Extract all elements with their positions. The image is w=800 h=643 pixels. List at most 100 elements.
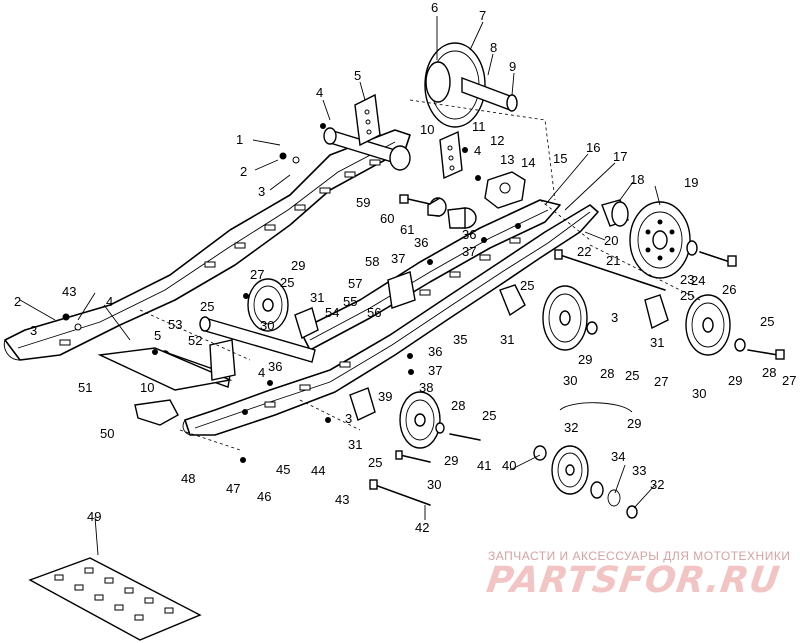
callout-31a: 31 xyxy=(310,290,324,305)
slide-51 xyxy=(97,347,233,391)
callout-53: 53 xyxy=(168,317,182,332)
center-frame xyxy=(299,199,561,351)
spacer-18 xyxy=(601,199,629,227)
watermark-logo: PARTSFOR.RU xyxy=(484,560,783,601)
callout-2b: 2 xyxy=(14,294,21,309)
callout-42: 42 xyxy=(415,520,429,535)
callout-45: 45 xyxy=(276,462,290,477)
callout-37c: 37 xyxy=(428,363,442,378)
callout-40: 40 xyxy=(502,458,516,473)
callout-60: 60 xyxy=(380,211,394,226)
front-shaft xyxy=(323,127,411,171)
callout-25b: 25 xyxy=(200,299,214,314)
callout-36c: 36 xyxy=(428,344,442,359)
callout-49: 49 xyxy=(87,509,101,524)
callout-10: 10 xyxy=(420,122,434,137)
callout-29e: 29 xyxy=(627,416,641,431)
callout-37a: 37 xyxy=(462,244,476,259)
bracket-31-lower xyxy=(349,387,376,421)
callout-38: 38 xyxy=(419,380,433,395)
callout-25f: 25 xyxy=(625,368,639,383)
callout-3c: 3 xyxy=(611,310,618,325)
callout-39: 39 xyxy=(378,389,392,404)
callout-41: 41 xyxy=(477,458,491,473)
callout-12: 12 xyxy=(490,133,504,148)
callout-29d: 29 xyxy=(444,453,458,468)
top-idler-wheel xyxy=(424,42,518,128)
wheel-assembly-detail xyxy=(533,402,638,519)
callout-51: 51 xyxy=(78,380,92,395)
wheel-mid-right xyxy=(542,285,598,351)
callout-3d: 3 xyxy=(345,411,352,426)
bolt-59 xyxy=(399,194,431,205)
callout-36b: 36 xyxy=(414,235,428,250)
wheel-lower xyxy=(399,391,481,449)
callout-31d: 31 xyxy=(348,437,362,452)
long-bolt-23 xyxy=(554,249,666,291)
callout-25g: 25 xyxy=(482,408,496,423)
callout-55: 55 xyxy=(343,294,357,309)
callout-4d: 4 xyxy=(258,365,265,380)
callout-leaders xyxy=(19,16,661,556)
long-bolt-42 xyxy=(369,479,431,506)
rail-slots xyxy=(59,159,521,408)
callout-61: 61 xyxy=(400,222,414,237)
bracket-31-far xyxy=(644,294,669,330)
callout-25d: 25 xyxy=(680,288,694,303)
bolt-30-lower xyxy=(395,450,431,463)
callout-5b: 5 xyxy=(154,328,161,343)
watermark-tagline: ЗАПЧАСТИ И АКСЕССУАРЫ ДЛЯ МОТОТЕХНИКИ xyxy=(488,549,791,563)
callout-31b: 31 xyxy=(500,332,514,347)
callout-20: 20 xyxy=(604,233,618,248)
callout-30d: 30 xyxy=(427,477,441,492)
hardware-marks xyxy=(62,123,521,463)
callout-labels: 1 2 3 4 5 6 7 8 9 10 11 12 13 14 15 16 1… xyxy=(14,0,796,535)
callout-27c: 27 xyxy=(782,373,796,388)
callout-59: 59 xyxy=(356,195,370,210)
callout-27b: 27 xyxy=(654,374,668,389)
callout-30a: 30 xyxy=(260,318,274,333)
callout-44: 44 xyxy=(311,463,325,478)
callout-57: 57 xyxy=(348,276,362,291)
skid-50 xyxy=(134,399,179,426)
callout-3b: 3 xyxy=(30,323,37,338)
callout-31c: 31 xyxy=(650,335,664,350)
callout-35: 35 xyxy=(453,332,467,347)
callout-30c: 30 xyxy=(692,386,706,401)
washer-24-bolt-26 xyxy=(686,240,737,267)
callout-10b: 10 xyxy=(140,380,154,395)
callout-28a: 28 xyxy=(600,366,614,381)
callout-18: 18 xyxy=(630,172,644,187)
callout-58: 58 xyxy=(365,254,379,269)
callout-13: 13 xyxy=(500,152,514,167)
callout-50: 50 xyxy=(100,426,114,441)
bracket-31-right xyxy=(499,284,526,317)
callout-36d: 36 xyxy=(268,359,282,374)
callout-28c: 28 xyxy=(451,398,465,413)
callout-32b: 32 xyxy=(650,477,664,492)
callout-54: 54 xyxy=(325,305,339,320)
callout-52: 52 xyxy=(188,333,202,348)
callout-9: 9 xyxy=(509,59,516,74)
callout-15: 15 xyxy=(553,151,567,166)
callout-27a: 27 xyxy=(250,267,264,282)
callout-29a: 29 xyxy=(291,258,305,273)
bracket-52 xyxy=(209,339,236,381)
callout-25c: 25 xyxy=(520,278,534,293)
callout-5: 5 xyxy=(354,68,361,83)
callout-24: 24 xyxy=(691,273,705,288)
callout-47: 47 xyxy=(226,481,240,496)
bracket-11 xyxy=(439,130,463,180)
wheel-far-right xyxy=(685,294,785,360)
callout-8: 8 xyxy=(490,40,497,55)
cross-shaft-53 xyxy=(199,316,316,363)
leader-lines xyxy=(139,99,701,451)
callout-48: 48 xyxy=(181,471,195,486)
callout-56: 56 xyxy=(367,305,381,320)
pivot-block xyxy=(484,171,526,209)
callout-4c: 4 xyxy=(474,143,481,158)
callout-23: 23 xyxy=(680,272,694,287)
callout-17: 17 xyxy=(613,149,627,164)
callout-22: 22 xyxy=(577,244,591,259)
